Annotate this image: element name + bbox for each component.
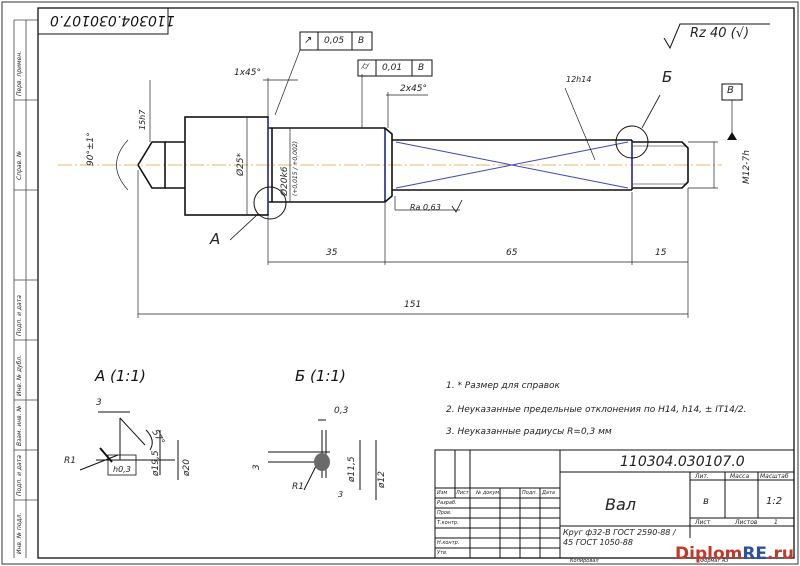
tb-person-3: Т.контр. (437, 520, 459, 526)
note-3: 3. Неуказанные радиусы R=0,3 мм (446, 427, 612, 437)
ra-dim: Ra 0,63 (410, 203, 441, 212)
tb-person-2: Пров. (437, 510, 452, 516)
side-label-2: Справ. № (16, 150, 23, 180)
mirrored-designation: 110304.030107.0 (50, 12, 175, 28)
sec-a-r1: R1 (64, 456, 76, 466)
side-label-3: Подп. и дата (16, 295, 23, 336)
tb-copied: Копировал (570, 558, 599, 564)
side-label-4: Инв. № дубл. (16, 354, 23, 396)
shaft-outline (137, 116, 689, 216)
side-label-7: Инв. № подл. (16, 512, 23, 554)
roughness-label: Rz 40 (√) (690, 26, 750, 41)
view-callout-b: Б (662, 68, 673, 86)
tb-sheets-value: 1 (774, 519, 778, 526)
tb-col-date: Дата (542, 490, 555, 496)
length-65-dim: 65 (506, 248, 518, 258)
tb-scale-label: Масштаб (760, 473, 789, 480)
view-callout-a: А (210, 230, 221, 248)
tb-sheets-label: Листов (735, 519, 758, 526)
section-b-title: Б (1:1) (295, 367, 346, 385)
sec-b-r1: R1 (292, 482, 304, 492)
datum-triangle (727, 132, 737, 140)
cylindricity-icon: ⌭ (361, 61, 369, 72)
detail-circle-a (253, 186, 287, 220)
detail-circle-b (615, 125, 649, 159)
tb-person-5: Утв. (437, 550, 448, 556)
tb-material: Круг ф32-В ГОСТ 2590-88 / 45 ГОСТ 1050-8… (563, 528, 676, 547)
note-2: 2. Неуказанные предельные отклонения по … (446, 405, 747, 415)
chamfer-left-dim: 1x45° (234, 68, 262, 78)
sec-a-dim-3: 3 (96, 398, 102, 408)
tb-lit-label: Лит. (695, 473, 709, 480)
side-label-1: Перв. примен. (16, 50, 23, 96)
dia-20-dim: Ø20k6 (280, 166, 290, 196)
sec-a-h03: h0,3 (113, 465, 131, 474)
tb-col-sign: Подп. (522, 490, 538, 496)
tolerance-value-2: 0,01 (382, 63, 403, 73)
tb-col-izm: Изм (437, 490, 448, 496)
angle-dim: 90°±1° (86, 132, 96, 166)
tolerance-base-1: B (358, 36, 365, 46)
dia-25-dim: Ø25* (236, 152, 246, 176)
square-flats-cross (395, 141, 629, 189)
watermark-logo: DiplomRE.ru (675, 544, 794, 564)
datum-box (721, 83, 743, 101)
side-label-6: Подп. и дата (16, 455, 23, 496)
tb-col-list: Лист (456, 490, 469, 496)
tolerance-base-2: B (418, 63, 425, 73)
thread-dim: M12-7h (742, 150, 752, 184)
length-151-dim: 151 (404, 300, 422, 310)
square-dim: 12h14 (566, 75, 592, 84)
sec-b-dim-03: 0,3 (334, 406, 349, 416)
section-a-view (79, 411, 179, 480)
sec-b-dim-3: 3 (252, 464, 262, 470)
tb-sheet-label: Лист (695, 519, 711, 526)
small-dia-dim: 15h7 (138, 109, 147, 130)
side-label-5: Взам. инв. № (16, 405, 23, 446)
roughness-symbol (663, 23, 770, 50)
sec-b-dim-3b: 3 (338, 490, 344, 499)
dia-20-tolerance: (+0,015 / +0,002) (292, 141, 299, 196)
tb-mass-label: Масса (730, 473, 750, 480)
length-15-dim: 15 (655, 248, 667, 258)
chamfer-right-dim: 2x45° (400, 84, 428, 94)
inner-frame (37, 7, 795, 559)
runout-icon: ↗ (304, 35, 313, 46)
tb-scale-value: 1:2 (766, 496, 783, 507)
section-b-hatch (314, 453, 330, 471)
tolerance-value-1: 0,05 (324, 36, 345, 46)
tb-person-1: Разраб. (437, 500, 457, 506)
sec-b-dia-12: ø12 (377, 471, 387, 488)
sec-a-dia-195: ø19,5 (151, 450, 161, 476)
tb-designation: 110304.030107.0 (620, 454, 745, 470)
section-a-title: А (1:1) (95, 367, 146, 385)
sec-a-dia-20: ø20 (182, 459, 192, 476)
note-1: 1. * Размер для справок (446, 381, 560, 391)
tb-person-4: Н.контр. (437, 540, 460, 546)
tb-col-doc: № докум. (476, 490, 501, 496)
title-block-grid (434, 449, 795, 559)
tb-format: Формат А3 (700, 558, 729, 564)
tb-part-name: Вал (605, 495, 637, 514)
sec-b-dia-115: ø11,5 (347, 456, 357, 482)
tb-lit-value: в (703, 496, 709, 507)
datum-letter: B (727, 85, 734, 96)
length-35-dim: 35 (326, 248, 338, 258)
